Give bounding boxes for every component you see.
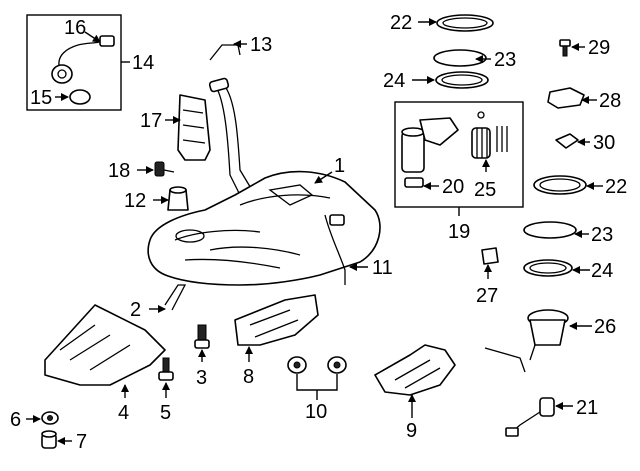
filter-part-25[interactable]: [471, 111, 508, 159]
bracket-part-28[interactable]: [547, 87, 585, 109]
nut-part-6[interactable]: [41, 411, 59, 425]
seal-part-23-lower[interactable]: [523, 221, 577, 239]
callout-24-lower: 24: [591, 260, 613, 282]
gasket-part-15[interactable]: [69, 89, 91, 105]
callout-23-lower: 23: [591, 224, 613, 246]
fuel-level-sender-part[interactable]: [51, 35, 115, 84]
bracket-part-8[interactable]: [234, 294, 319, 346]
callout-5: 5: [160, 402, 171, 424]
callout-22-top: 22: [390, 12, 412, 34]
callout-9: 9: [406, 420, 417, 442]
fuel-pump-part-20[interactable]: [401, 117, 459, 188]
callout-23-top: 23: [494, 49, 516, 71]
seal-part-23-top[interactable]: [433, 49, 487, 67]
sensor-part-21[interactable]: [505, 397, 555, 437]
retainer-part-24-lower[interactable]: [523, 259, 573, 277]
callout-27: 27: [476, 285, 498, 307]
callout-26: 26: [594, 316, 616, 338]
callout-8: 8: [243, 366, 254, 388]
callout-15: 15: [30, 87, 52, 109]
callout-13: 13: [250, 34, 272, 56]
callout-29: 29: [588, 37, 610, 59]
callout-14: 14: [132, 52, 154, 74]
callout-7: 7: [76, 431, 87, 453]
bolt-part-5[interactable]: [158, 357, 174, 381]
bolt-part-3[interactable]: [194, 324, 210, 349]
vent-tube-part-11[interactable]: [324, 214, 346, 285]
callout-1: 1: [334, 155, 345, 177]
callout-11: 11: [372, 257, 393, 279]
screw-part-29[interactable]: [559, 39, 571, 57]
callout-4: 4: [118, 402, 129, 424]
callout-19: 19: [448, 221, 470, 243]
callout-28: 28: [599, 90, 621, 112]
callout-10: 10: [305, 401, 327, 423]
shield-part-4[interactable]: [44, 304, 166, 386]
callout-24-top: 24: [383, 70, 405, 92]
vent-pipe-part-13[interactable]: [209, 44, 241, 61]
callout-30: 30: [593, 132, 615, 154]
callout-20: 20: [442, 176, 464, 198]
callout-labels: 16 14 15 13 17 18 12 1 11 2 4 3 5 6 7 8 …: [10, 12, 627, 453]
callout-21: 21: [576, 397, 598, 419]
callout-18: 18: [108, 160, 130, 182]
connector-part-27[interactable]: [481, 247, 499, 265]
callout-17: 17: [140, 110, 162, 132]
callout-3: 3: [196, 367, 207, 389]
bolt-part-18[interactable]: [154, 161, 175, 177]
lock-ring-part-22-lower[interactable]: [533, 175, 587, 195]
filler-pipe[interactable]: [208, 77, 253, 196]
shield-part-9[interactable]: [374, 344, 456, 396]
grommet-part-7[interactable]: [41, 430, 57, 449]
callout-2: 2: [130, 299, 141, 321]
callout-12: 12: [124, 190, 146, 212]
callout-25: 25: [474, 179, 496, 201]
fuel-tank-part-1[interactable]: [147, 170, 381, 286]
retainer-part-24-top[interactable]: [435, 71, 489, 89]
lock-ring-part-22-top[interactable]: [436, 14, 494, 32]
callout-16: 16: [64, 17, 86, 39]
sender-group-box: [26, 14, 130, 111]
callout-6: 6: [10, 409, 21, 431]
insulator-part-12[interactable]: [167, 186, 189, 211]
sender-unit-part-26[interactable]: [484, 309, 569, 373]
callout-22-lower: 22: [605, 176, 627, 198]
pump-module-box: [394, 101, 524, 216]
leader-lines: [26, 18, 603, 445]
clip-part-30[interactable]: [555, 133, 579, 149]
strap-part-2[interactable]: [164, 284, 187, 311]
nuts-part-10[interactable]: [287, 356, 347, 400]
bracket-part-17[interactable]: [177, 94, 211, 161]
